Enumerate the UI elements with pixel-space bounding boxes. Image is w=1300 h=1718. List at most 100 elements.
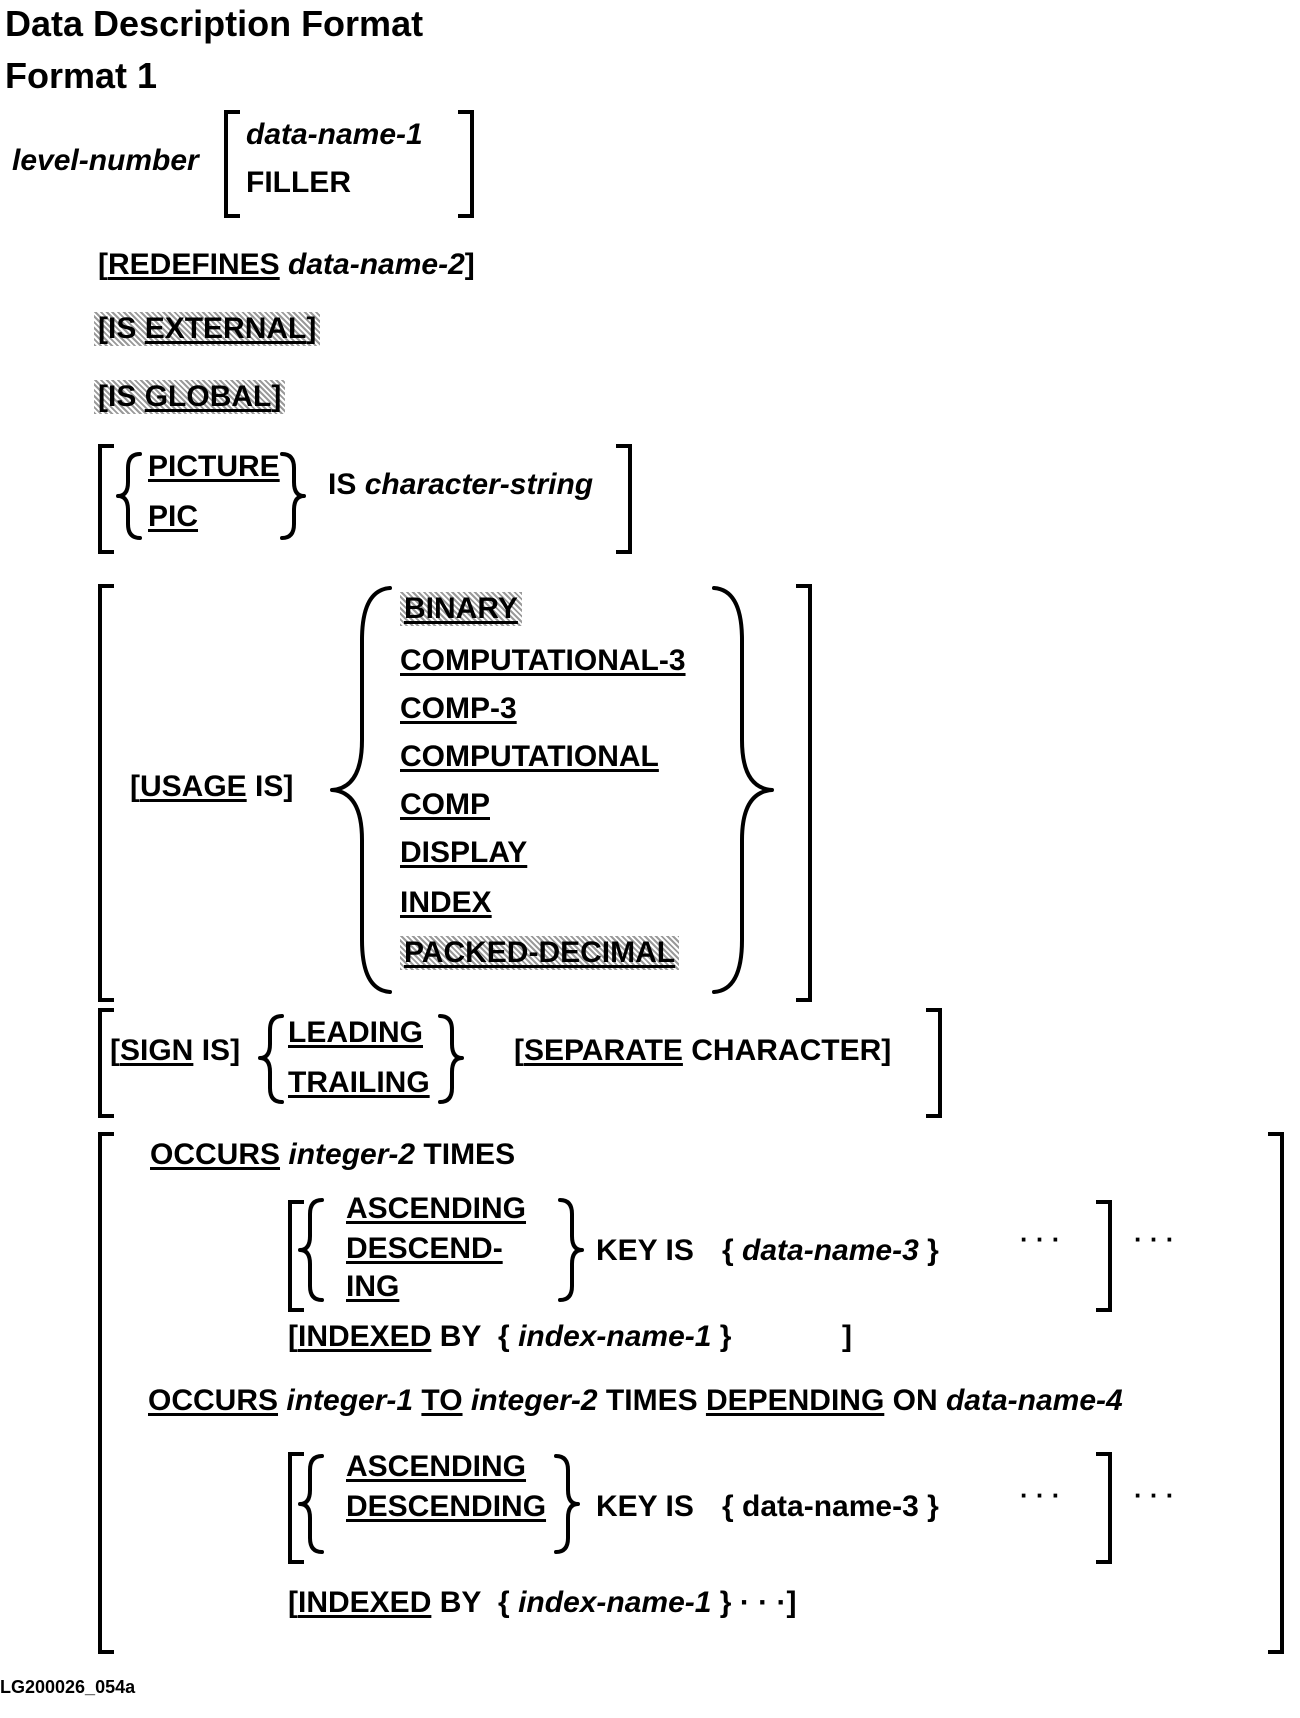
occurs-1-key-is: KEY IS [596, 1234, 694, 1267]
occurs-1-indexed-keyword: INDEXED [298, 1320, 432, 1353]
redefines-clause: [REDEFINES data-name-2] [98, 250, 475, 280]
occurs-2-indexed-open-bracket: [ [288, 1586, 298, 1619]
level-left-bracket [224, 110, 240, 218]
occurs-2-key-left-bracket [288, 1452, 304, 1564]
global-keyword: GLOBAL [144, 380, 272, 413]
occurs-2-keyword: OCCURS [148, 1384, 279, 1417]
picture-right-bracket [616, 444, 632, 554]
occurs-1-key-right-bracket [1096, 1200, 1112, 1312]
occurs-2-indexed-line: [INDEXED BY { index-name-1 } · · ·] [288, 1586, 797, 1619]
usage-open-bracket: [ [130, 770, 140, 803]
usage-option-packed-decimal: PACKED-DECIMAL [400, 936, 680, 970]
figure-id: LG200026_054a [0, 1677, 136, 1697]
occurs-1-key-left-bracket [288, 1200, 304, 1312]
sign-left-brace [258, 1014, 284, 1104]
trailing-keyword: TRAILING [288, 1066, 430, 1099]
character-keyword: CHARACTER [691, 1034, 882, 1067]
occurs-1-keyword: OCCURS [150, 1138, 281, 1171]
external-is-word: IS [108, 312, 137, 345]
level-right-bracket [458, 110, 474, 218]
occurs-2-left-brace [298, 1454, 324, 1554]
usage-option-computational-3: COMPUTATIONAL-3 [400, 644, 686, 677]
picture-is-string: IS character-string [328, 470, 593, 500]
page-title: Data Description Format [5, 3, 424, 44]
occurs-2-right-brace [554, 1454, 580, 1554]
format-subtitle: Format 1 [5, 55, 158, 96]
occurs-1-times: TIMES [423, 1138, 516, 1171]
occurs-2-key-right-bracket [1096, 1452, 1112, 1564]
data-name-2-term: data-name-2 [288, 248, 465, 281]
occurs-1-right-brace [558, 1198, 584, 1302]
occurs-1-integer-2: integer-2 [288, 1138, 416, 1171]
occurs-1-indexed-open-bracket: [ [288, 1320, 298, 1353]
picture-left-brace [116, 452, 142, 540]
occurs-2-descending: DESCENDING [346, 1490, 547, 1523]
occurs-2-line: OCCURS integer-1 TO integer-2 TIMES DEPE… [148, 1386, 1123, 1416]
picture-right-brace [280, 452, 306, 540]
occurs-2-times: TIMES [605, 1384, 698, 1417]
occurs-1-right-brace: } [927, 1234, 939, 1267]
occurs-2-to-keyword: TO [421, 1384, 463, 1417]
occurs-left-bracket [98, 1132, 114, 1654]
redefines-open-bracket: [ [98, 248, 108, 281]
usage-right-brace [712, 586, 774, 994]
occurs-2-by-keyword: BY [439, 1586, 482, 1619]
usage-option-computational: COMPUTATIONAL [400, 740, 659, 773]
filler-keyword: FILLER [246, 166, 351, 199]
sign-is-word: IS [201, 1034, 231, 1067]
occurs-2-right-brace: } [927, 1490, 939, 1523]
separate-character-clause: [SEPARATE CHARACTER] [514, 1036, 891, 1066]
occurs-2-indexed-close-bracket: ] [786, 1586, 797, 1619]
pic-keyword: PIC [148, 500, 199, 533]
external-keyword: EXTERNAL [144, 312, 307, 345]
occurs-2-indexed-keyword: INDEXED [298, 1586, 432, 1619]
character-string-term: character-string [364, 468, 594, 501]
usage-option-comp-3: COMP-3 [400, 692, 517, 725]
global-is-word: IS [108, 380, 137, 413]
sign-right-bracket [926, 1008, 942, 1118]
occurs-2-depending-keyword: DEPENDING [705, 1384, 885, 1417]
occurs-2-integer-2: integer-2 [470, 1384, 598, 1417]
sign-open-bracket: [ [110, 1034, 120, 1067]
occurs-1-left-brace [298, 1198, 324, 1302]
usage-left-bracket [98, 584, 114, 1002]
occurs-1-line: OCCURS integer-2 TIMES [150, 1140, 515, 1170]
sign-is-clause: [SIGN IS] [110, 1036, 240, 1066]
external-open-bracket: [ [98, 312, 108, 345]
occurs-1-data-name-3: data-name-3 [742, 1234, 919, 1267]
usage-left-brace [330, 586, 392, 994]
usage-close-bracket: ] [283, 770, 294, 803]
sign-close-bracket: ] [230, 1034, 241, 1067]
leading-keyword: LEADING [288, 1016, 423, 1049]
occurs-1-descend-ing: ING [346, 1270, 400, 1303]
picture-left-bracket [98, 444, 114, 554]
occurs-1-indexed-close-bracket: ] [842, 1320, 852, 1353]
usage-option-binary: BINARY [400, 592, 522, 626]
occurs-2-outer-ellipsis: · · · [1134, 1480, 1175, 1510]
occurs-1-key-ellipsis: · · · [1020, 1224, 1061, 1254]
data-name-1-term: data-name-1 [246, 118, 423, 151]
usage-option-comp: COMP [400, 788, 490, 821]
separate-open-bracket: [ [514, 1034, 524, 1067]
global-clause: [IS GLOBAL] [94, 380, 286, 414]
usage-is-word: IS [255, 770, 284, 803]
occurs-2-key-names: { data-name-3 } [722, 1492, 939, 1522]
occurs-1-indexed-line: [INDEXED BY { index-name-1 } [288, 1320, 732, 1353]
sign-keyword: SIGN [120, 1034, 194, 1067]
occurs-right-bracket [1268, 1132, 1284, 1654]
global-close-bracket: ] [271, 380, 282, 413]
usage-option-display: DISPLAY [400, 836, 528, 869]
level-number-term: level-number [12, 144, 199, 177]
occurs-2-data-name-4: data-name-4 [945, 1384, 1123, 1417]
picture-is-word: IS [328, 468, 357, 501]
usage-right-bracket [796, 584, 812, 1002]
redefines-keyword: REDEFINES [108, 248, 280, 281]
occurs-2-key-is: KEY IS [596, 1490, 694, 1523]
occurs-2-on-keyword: ON [892, 1384, 938, 1417]
usage-option-index: INDEX [400, 886, 492, 919]
usage-keyword: USAGE [140, 770, 247, 803]
occurs-2-integer-1: integer-1 [286, 1384, 414, 1417]
occurs-1-key-names: { data-name-3 } [722, 1236, 939, 1266]
